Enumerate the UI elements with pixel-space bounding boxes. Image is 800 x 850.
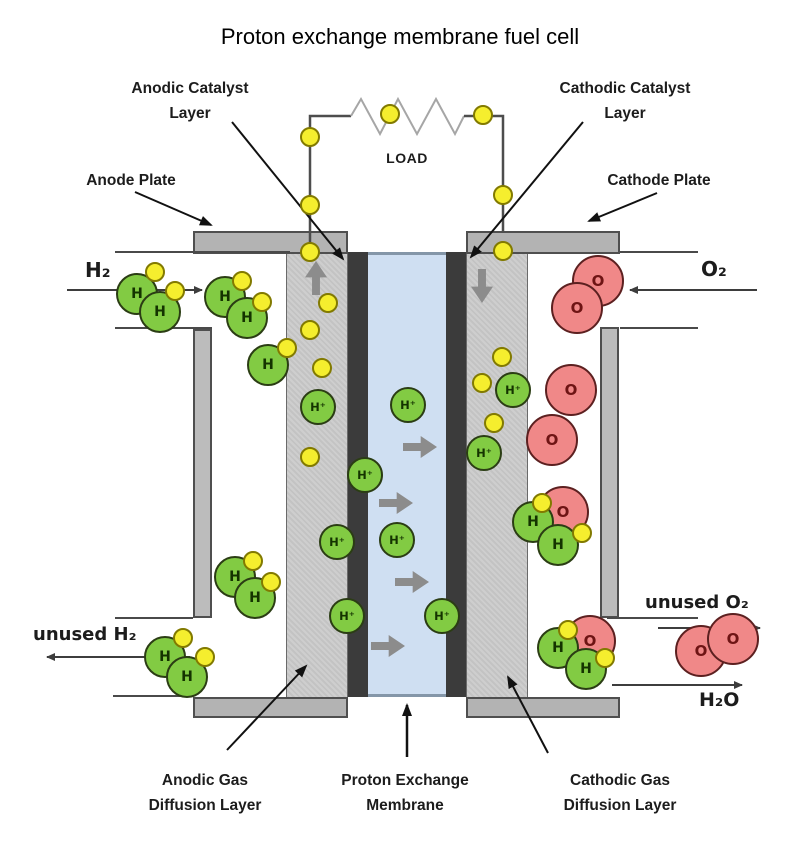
proton: H⁺ (379, 522, 415, 558)
proton: H⁺ (329, 598, 365, 634)
electron (300, 127, 320, 147)
up-flow-arrow (305, 261, 327, 295)
electron (252, 292, 272, 312)
cathodic-catalyst-label: Cathodic Catalyst Layer (559, 80, 691, 122)
electron (558, 620, 578, 640)
proton: H⁺ (466, 435, 502, 471)
down-flow-arrow (471, 269, 493, 303)
proton: H⁺ (390, 387, 426, 423)
proton: H⁺ (495, 372, 531, 408)
load-label: LOAD (386, 150, 428, 166)
electron (165, 281, 185, 301)
electron (300, 320, 320, 340)
oxygen-atom: O (545, 364, 597, 416)
electron (595, 648, 615, 668)
cathode-plate-label: Cathode Plate (607, 172, 711, 189)
electron (243, 551, 263, 571)
right-flow-arrow (379, 492, 413, 514)
electron (277, 338, 297, 358)
oxygen-atom: O (526, 414, 578, 466)
electron (493, 185, 513, 205)
electron (261, 572, 281, 592)
unused-o2-label: unused O₂ (645, 592, 749, 613)
electron (572, 523, 592, 543)
electron (300, 195, 320, 215)
proton: H⁺ (300, 389, 336, 425)
oxygen-atom: O (551, 282, 603, 334)
electron (532, 493, 552, 513)
o2-inlet-label: O₂ (701, 257, 727, 281)
cathodic-gdl-label: Cathodic Gas Diffusion Layer (563, 772, 677, 814)
cathodic-catalyst-layer (446, 252, 466, 697)
proton: H⁺ (424, 598, 460, 634)
electron (492, 347, 512, 367)
electron (472, 373, 492, 393)
diagram-title: Proton exchange membrane fuel cell (220, 24, 580, 49)
electron (173, 628, 193, 648)
right-flow-arrow (403, 436, 437, 458)
pem-label: Proton Exchange Membrane (341, 772, 469, 814)
anodic-catalyst-label: Anodic Catalyst Layer (131, 80, 249, 122)
h2-inlet-label: H₂ (85, 258, 111, 282)
unused-h2-label: unused H₂ (33, 624, 137, 645)
proton: H⁺ (319, 524, 355, 560)
oxygen-atom: O (707, 613, 759, 665)
electron (300, 242, 320, 262)
anode-channel-wall (193, 329, 212, 618)
proton: H⁺ (347, 457, 383, 493)
electron (484, 413, 504, 433)
anodic-gdl-label: Anodic Gas Diffusion Layer (148, 772, 262, 814)
electron (232, 271, 252, 291)
anode-plate-label: Anode Plate (86, 172, 176, 189)
electron (312, 358, 332, 378)
electron (145, 262, 165, 282)
electron (380, 104, 400, 124)
electron (318, 293, 338, 313)
electron (493, 241, 513, 261)
right-flow-arrow (371, 635, 405, 657)
electron (300, 447, 320, 467)
hydrogen-atom: H (226, 297, 268, 339)
electron (195, 647, 215, 667)
h2o-outlet-label: H₂O (699, 689, 740, 711)
electron (473, 105, 493, 125)
right-flow-arrow (395, 571, 429, 593)
cathodic-gas-diffusion-layer (466, 252, 528, 718)
